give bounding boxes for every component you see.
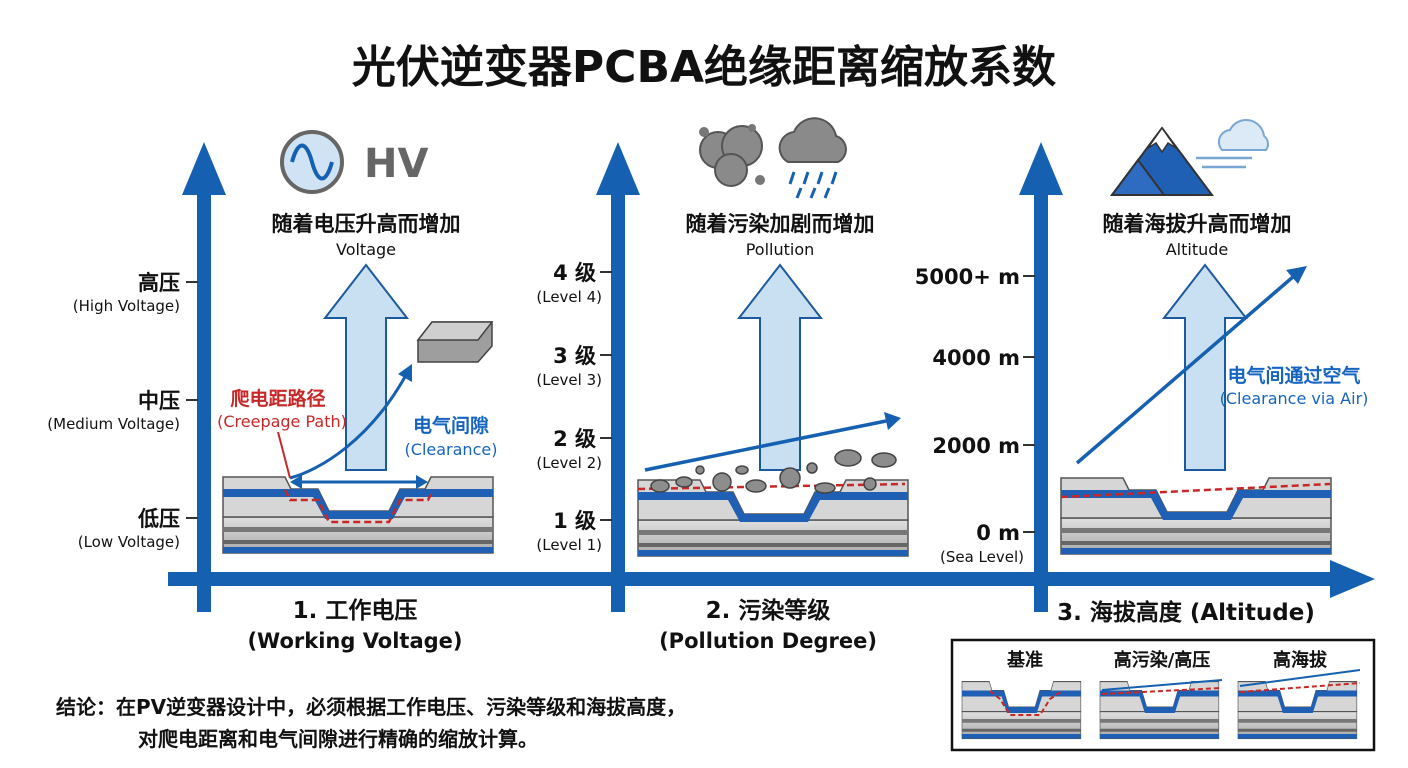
level-low-voltage-en: (Low Voltage) [78,533,180,551]
panel-pollution: 随着污染加剧而增加 Pollution 4 级 (Level 4) 3 级 (L… [536,117,909,653]
conclusion-line-1: 结论：在PV逆变器设计中，必须根据工作电压、污染等级和海拔高度， [56,695,686,719]
creepage-label: 爬电距路径 [229,387,325,410]
axis-altitude [1019,142,1063,612]
level-1-en: (Level 1) [536,536,602,554]
pollution-increase-arrow [736,263,824,471]
hv-icon-label: HV [364,141,428,187]
level-medium-voltage-en: (Medium Voltage) [47,415,180,433]
level-4: 4 级 [553,261,596,285]
pollution-trend-label: 随着污染加剧而增加 [686,212,875,236]
clearance-label: 电气间隙 [413,414,489,437]
pcb-cross-section-voltage [222,476,494,554]
level-2-en: (Level 2) [536,454,602,472]
component-block [416,321,494,363]
rain-cloud-icon [778,117,847,199]
level-medium-voltage: 中压 [138,389,180,413]
category-pollution-degree-en: (Pollution Degree) [659,629,877,653]
voltage-increase-arrow [322,263,410,471]
panel-voltage: HV 随着电压升高而增加 Voltage 高压 (High Voltage) 中… [47,130,498,653]
level-4-en: (Level 4) [536,288,602,306]
voltage-trend-label: 随着电压升高而增加 [272,212,461,236]
conclusion-line-2: 对爬电距离和电气间隙进行精确的缩放计算。 [138,727,538,751]
voltage-trend-sublabel: Voltage [336,240,396,259]
contaminant-particles [650,449,897,494]
clearance-air-label-en: (Clearance via Air) [1220,389,1369,408]
category-pollution-degree: 2. 污染等级 [706,597,831,624]
altitude-trend-sublabel: Altitude [1166,240,1229,259]
panel-altitude: 随着海拔升高而增加 Altitude 5000+ m 4000 m 2000 m… [915,119,1369,626]
level-2: 2 级 [553,427,596,451]
category-altitude: 3. 海拔高度 (Altitude) [1057,599,1315,626]
altitude-4000: 4000 m [932,346,1020,370]
mountain-icon [1110,126,1214,196]
level-low-voltage: 低压 [137,507,180,531]
category-working-voltage: 1. 工作电压 [293,598,418,624]
pcb-cross-section-pollution [637,479,909,557]
creepage-path-line [283,489,435,524]
altitude-trend-label: 随着海拔升高而增加 [1103,212,1292,236]
altitude-0: 0 m [976,521,1020,545]
wind-cloud-icon [1196,119,1269,169]
pollution-trend-arrow [644,419,887,472]
altitude-trend-arrow [1075,274,1296,465]
altitude-increase-arrow [1161,263,1249,471]
clearance-label-en: (Clearance) [405,440,498,459]
legend-baseline: 基准 [1006,649,1043,671]
altitude-sea-level: (Sea Level) [940,548,1024,566]
axis-voltage [182,142,226,612]
dust-cloud-icon [699,124,765,187]
pollution-trend-sublabel: Pollution [746,240,815,259]
comparison-legend: 基准 高污染/高压 高海拔 [950,638,1376,752]
level-high-voltage-en: (High Voltage) [73,297,180,315]
level-high-voltage: 高压 [138,271,180,295]
altitude-2000: 2000 m [932,434,1020,458]
horizontal-axis [168,560,1375,598]
axis-pollution [596,142,640,612]
level-3: 3 级 [553,344,596,368]
category-working-voltage-en: (Working Voltage) [247,629,462,653]
legend-high-altitude: 高海拔 [1273,649,1328,671]
level-3-en: (Level 3) [536,371,602,389]
level-1: 1 级 [553,509,596,533]
creepage-label-en: (Creepage Path) [217,412,347,431]
legend-high-pollution-voltage: 高污染/高压 [1114,649,1211,671]
clearance-air-label: 电气间通过空气 [1227,364,1360,387]
altitude-5000: 5000+ m [915,265,1020,289]
page-title: 光伏逆变器PCBA绝缘距离缩放系数 [352,42,1056,93]
